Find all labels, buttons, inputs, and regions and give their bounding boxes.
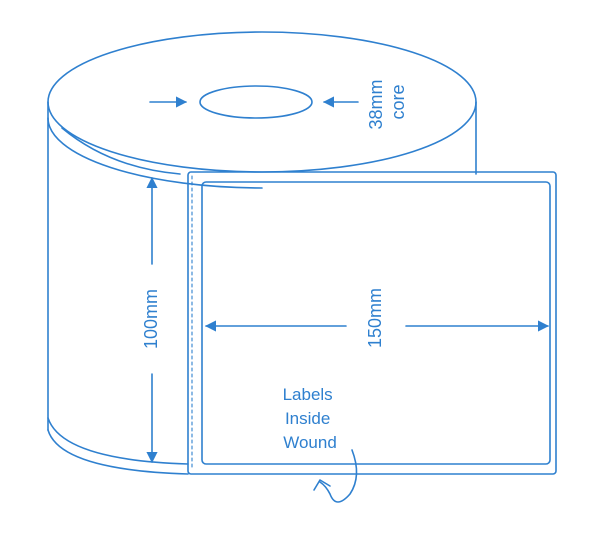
- winding-note: Labels Inside Wound: [283, 385, 338, 452]
- core-size-label: 38mm core: [366, 74, 408, 129]
- roll-inner-band: [61, 127, 181, 175]
- core-hole: [199, 85, 313, 119]
- winding-note-line-3: Wound: [283, 433, 337, 452]
- winding-arrowhead-icon: [313, 479, 331, 491]
- roll-top-rim: [47, 101, 263, 189]
- height-dimension-label: 100mm: [141, 289, 161, 349]
- roll-bottom-inner: [47, 417, 189, 465]
- label-face: [201, 181, 551, 465]
- roll-top-face: [47, 31, 477, 173]
- winding-note-line-1: Labels: [283, 385, 333, 404]
- width-dimension-label: 150mm: [365, 288, 385, 348]
- roll-bottom-outer: [47, 429, 189, 475]
- core-size-line-2: core: [388, 84, 408, 119]
- winding-note-line-2: Inside: [285, 409, 330, 428]
- core-size-line-1: 38mm: [366, 80, 386, 130]
- label-liner: [187, 171, 557, 475]
- winding-direction-icon: [319, 449, 358, 503]
- roll-body: [47, 31, 477, 475]
